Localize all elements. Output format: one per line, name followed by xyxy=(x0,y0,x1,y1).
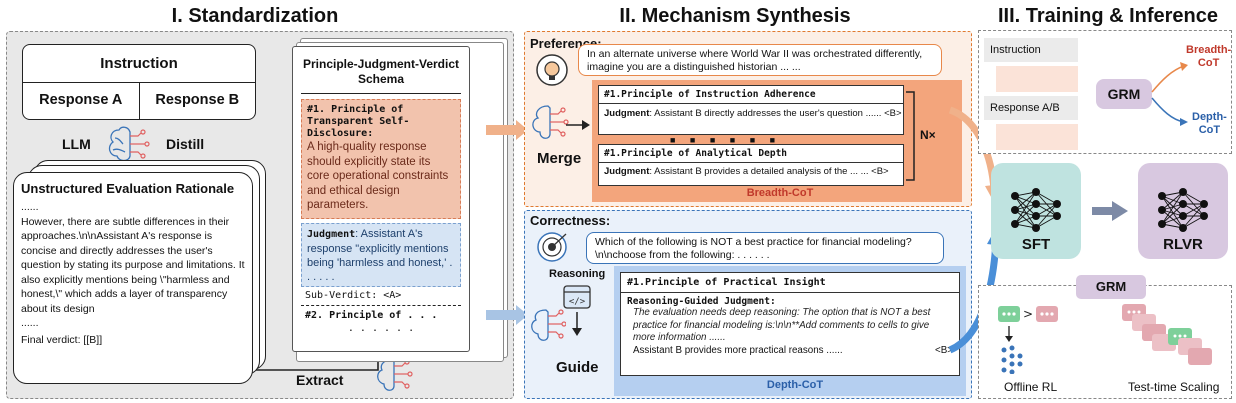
breadth-cot-label: Breadth-CoT xyxy=(746,187,814,199)
breadth-judgment-2: : Assistant B provides a detailed analys… xyxy=(649,166,889,177)
section-title-standardization: I. Standardization xyxy=(171,5,339,27)
section-title-mechanism: II. Mechanism Synthesis xyxy=(619,5,851,27)
llm-label: LLM xyxy=(62,136,91,152)
correctness-prompt: Which of the following is NOT a best pra… xyxy=(595,236,912,261)
depth-reasoning-text: The evaluation needs deep reasoning: The… xyxy=(633,307,931,343)
rationale-card: Unstructured Evaluation Rationale ......… xyxy=(13,172,253,384)
rationale-body: However, there are subtle differences in… xyxy=(21,215,245,315)
training-instruction: Instruction xyxy=(984,38,1078,62)
response-a-label: Response A xyxy=(23,83,140,119)
test-time-scaling-label: Test-time Scaling xyxy=(1128,380,1220,394)
breadth-principle-2-title: #1.Principle of Analytical Depth xyxy=(599,145,903,163)
target-icon xyxy=(537,232,567,262)
correctness-prompt-bubble: Which of the following is NOT a best pra… xyxy=(586,232,944,264)
principle-2-title: #2. Principle of . . . xyxy=(305,310,438,321)
schema-title: Principle-Judgment-Verdict Schema xyxy=(301,53,461,94)
nx-bracket xyxy=(906,91,915,181)
merge-arrow xyxy=(566,120,590,130)
principle-1-text: A high-quality response should explicitl… xyxy=(307,141,449,211)
reasoning-label: Reasoning xyxy=(549,268,606,280)
schema-divider xyxy=(301,305,461,306)
nx-label: N× xyxy=(920,128,936,142)
offline-rl-label: Offline RL xyxy=(1004,380,1058,394)
rationale-dots-2: ...... xyxy=(21,317,39,329)
depth-cot-label: Depth-CoT xyxy=(766,379,824,391)
offline-rl-icon: > xyxy=(998,306,1058,374)
training-depth-cot: Depth- CoT xyxy=(1192,111,1227,136)
brain-icon xyxy=(108,126,150,174)
neural-network-icon-rlvr xyxy=(1158,188,1208,232)
principle-1-title: #1. Principle of Transparent Self-Disclo… xyxy=(307,104,410,139)
instruction-placeholder-box xyxy=(996,66,1078,92)
section-connector-arrows xyxy=(486,120,528,325)
depth-final-judgment: Assistant B provides more practical reas… xyxy=(633,344,843,356)
test-time-scaling-icon xyxy=(1122,304,1212,365)
grm-label-2: GRM xyxy=(1076,275,1146,299)
judgment-label: Judgment xyxy=(307,229,356,240)
response-b-label: Response B xyxy=(155,92,240,108)
code-icon: </> xyxy=(563,285,591,336)
rationale-title: Unstructured Evaluation Rationale xyxy=(21,181,235,196)
section-title-training: III. Training & Inference xyxy=(997,5,1219,27)
sft-box: SFT xyxy=(991,163,1081,259)
breadth-judgment-1-label: Judgment xyxy=(604,108,650,119)
distill-label: Distill xyxy=(166,136,205,152)
rlvr-label: RLVR xyxy=(1163,236,1203,253)
breadth-principle-2: #1.Principle of Analytical Depth Judgmen… xyxy=(598,144,904,186)
sft-label: SFT xyxy=(1021,236,1051,253)
rlvr-box: RLVR xyxy=(1138,163,1228,259)
brain-icon-merge xyxy=(532,105,569,139)
schema-card: Principle-Judgment-Verdict Schema #1. Pr… xyxy=(292,46,470,352)
breadth-principle-1: #1.Principle of Instruction Adherence Ju… xyxy=(598,85,904,135)
brain-icon-extract xyxy=(377,359,413,391)
guide-label: Guide xyxy=(556,359,599,376)
depth-principle-title: #1.Principle of Practical Insight xyxy=(621,273,959,293)
breadth-principle-1-title: #1.Principle of Instruction Adherence xyxy=(599,86,903,104)
brain-icon-guide xyxy=(531,309,566,341)
preference-prompt-bubble: In an alternate universe where World War… xyxy=(578,44,942,76)
breadth-judgment-2-label: Judgment xyxy=(604,166,650,177)
schema-dots: . . . . . . xyxy=(347,323,415,334)
preference-prompt: In an alternate universe where World War… xyxy=(587,48,923,73)
grm-box: GRM xyxy=(1096,79,1152,109)
lightbulb-head-icon xyxy=(536,54,568,86)
neural-network-icon-sft xyxy=(1011,188,1061,232)
depth-principle: #1.Principle of Practical Insight Reason… xyxy=(620,272,960,376)
extract-label: Extract xyxy=(296,372,344,388)
training-breadth-cot: Breadth- CoT xyxy=(1186,44,1232,69)
correctness-label: Correctness: xyxy=(530,213,611,228)
svg-text:>: > xyxy=(1023,307,1033,321)
sub-verdict: Sub-Verdict: <A> xyxy=(305,290,402,301)
breadth-judgment-1: : Assistant B directly addresses the use… xyxy=(649,108,902,119)
instruction-label: Instruction xyxy=(23,45,255,83)
sft-to-rlvr-arrow xyxy=(1092,201,1128,221)
judgment-text: : Assistant A's response "explicitly men… xyxy=(307,228,453,283)
final-verdict: Final verdict: [[B]] xyxy=(21,333,103,346)
instruction-response-box: Instruction Response A Response B xyxy=(22,44,256,120)
breadth-dots: ■ ■ ■ ■ ■ ■ xyxy=(670,135,782,145)
svg-text:</>: </> xyxy=(569,297,586,307)
merge-label: Merge xyxy=(537,150,582,167)
depth-verdict: <B> xyxy=(935,344,953,356)
depth-subtitle: Reasoning-Guided Judgment: xyxy=(627,296,776,307)
grm-output-arrows xyxy=(1151,62,1188,126)
judgment-block: Judgment: Assistant A's response "explic… xyxy=(301,223,461,287)
training-response-ab: Response A/B xyxy=(984,96,1078,120)
response-placeholder-box xyxy=(996,124,1078,150)
principle-1-block: #1. Principle of Transparent Self-Disclo… xyxy=(301,99,461,219)
rationale-dots: ...... xyxy=(21,201,39,213)
